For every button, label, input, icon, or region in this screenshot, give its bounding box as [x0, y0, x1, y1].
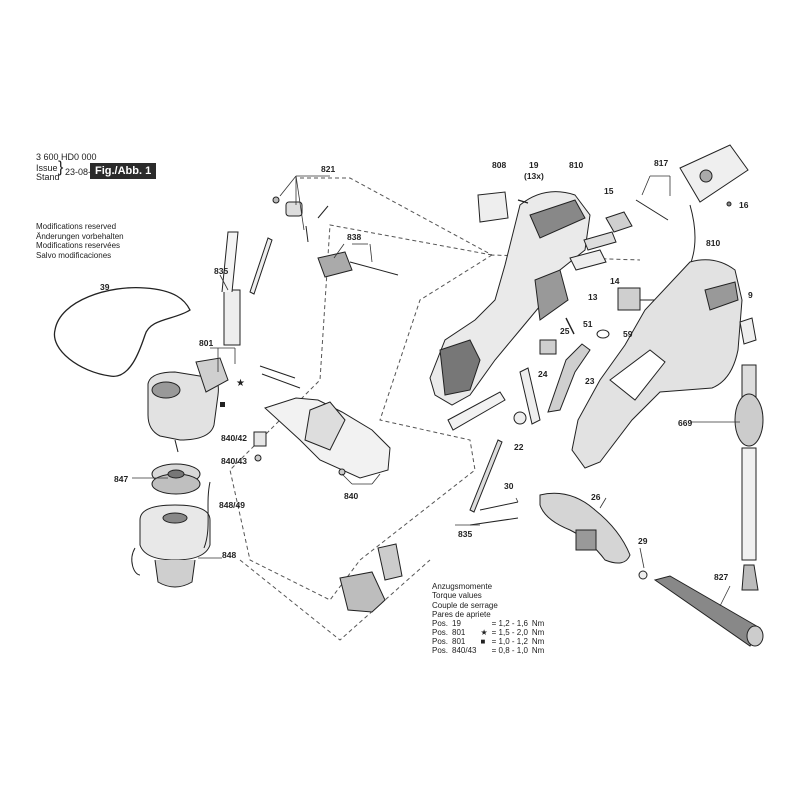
switch-part-13 [583, 231, 617, 251]
handle-grip-827 [653, 575, 764, 647]
label-848: 848 [222, 550, 236, 560]
strap-part-669 [734, 364, 764, 591]
label-810-right: 810 [706, 238, 720, 248]
gear-head [339, 543, 403, 613]
label-847: 847 [114, 474, 128, 484]
screw-part-19 [517, 199, 529, 204]
trimmer-line-loop [53, 286, 191, 377]
label-39: 39 [100, 282, 110, 292]
label-9: 9 [748, 290, 753, 300]
issue-date: 23-08-10 [65, 167, 102, 177]
screw-part-51 [565, 317, 575, 335]
stand-label: Stand [36, 172, 60, 182]
label-848-49: 848/49 [219, 500, 245, 510]
spool-cap-848 [131, 481, 211, 588]
brace: } [58, 159, 64, 176]
clip-part-821 [272, 196, 329, 243]
mod-line-fr: Modifications reservées [36, 241, 121, 250]
label-817: 817 [654, 158, 668, 168]
torque-title-fr: Couple de serrage [432, 600, 498, 610]
washer-part-29 [638, 570, 648, 580]
assembly-outline-lower [239, 559, 431, 641]
torque-table: Pos. 19 = 1,2 - 1,6 Nm Pos. 801 ★ = 1,5 … [432, 619, 548, 655]
label-22: 22 [514, 442, 524, 452]
mod-line-en: Modifications reserved [36, 222, 117, 231]
housing-half-810-left [429, 191, 591, 406]
shaft-tube [447, 391, 519, 526]
torque-row: Pos. 801 ★ = 1,5 - 2,0 Nm [432, 628, 545, 638]
label-51: 51 [583, 319, 593, 329]
doc-number: 3 600 HD0 000 [36, 152, 97, 162]
lever-part-23 [547, 343, 591, 413]
label-19: 19 [529, 160, 539, 170]
label-26: 26 [591, 492, 601, 502]
torque-title-es: Pares de apriete [432, 609, 491, 619]
auxiliary-handle-26 [539, 492, 631, 564]
ring-part-59 [596, 329, 610, 339]
latch-part-24 [519, 367, 541, 425]
label-23: 23 [585, 376, 595, 386]
label-16: 16 [739, 200, 749, 210]
star-marker: ★ [236, 378, 245, 389]
torque-values-block: Anzugsmomente Torque values Couple de se… [432, 582, 548, 655]
torque-title-de: Anzugsmomente [432, 582, 493, 591]
label-821: 821 [321, 164, 335, 174]
label-838: 838 [347, 232, 361, 242]
modifications-notice: Modifications reserved Änderungen vorbeh… [36, 222, 124, 260]
leader-lines [132, 175, 740, 607]
connector-part-13 [617, 287, 641, 311]
torque-row: Pos. 840/43 = 0,8 - 1,0 Nm [432, 646, 545, 656]
figure-label: Fig./Abb. 1 [90, 163, 157, 179]
label-15: 15 [604, 186, 614, 196]
torque-row: Pos. 801 ■ = 1,0 - 1,2 Nm [432, 637, 545, 647]
label-808: 808 [492, 160, 506, 170]
label-810-left: 810 [569, 160, 583, 170]
label-19-count: (13x) [524, 171, 544, 181]
label-part-838 [317, 251, 399, 278]
label-827: 827 [714, 572, 728, 582]
spool-part-847 [151, 463, 201, 495]
pad-part-15 [605, 211, 633, 233]
label-840: 840 [344, 491, 358, 501]
label-801: 801 [199, 338, 213, 348]
label-835-left: 835 [214, 266, 228, 276]
square-marker [220, 402, 225, 407]
tube-part-835-left [221, 231, 241, 346]
label-25: 25 [560, 326, 570, 336]
label-840-43: 840/43 [221, 456, 247, 466]
motor-head-801 [147, 357, 301, 453]
label-29: 29 [638, 536, 648, 546]
torque-title-en: Torque values [432, 591, 482, 601]
rod-part-835-left-thin [249, 237, 273, 295]
housing-half-810-right [571, 259, 743, 469]
label-840-42: 840/42 [221, 433, 247, 443]
label-24: 24 [538, 369, 548, 379]
label-part-9 [739, 317, 757, 345]
label-part-808 [477, 191, 509, 223]
label-59: 59 [623, 329, 633, 339]
clip-part-25 [539, 339, 557, 355]
label-14: 14 [610, 276, 620, 286]
guard-part-840 [253, 397, 391, 479]
label-835-right: 835 [458, 529, 472, 539]
torque-row: Pos. 19 = 1,2 - 1,6 Nm [432, 619, 545, 629]
label-30: 30 [504, 481, 514, 491]
switch-part-14 [569, 249, 607, 271]
mod-line-es: Salvo modificaciones [36, 250, 112, 260]
label-13: 13 [588, 292, 598, 302]
ring-part-22 [513, 411, 527, 425]
mod-line-de: Änderungen vorbehalten [36, 231, 124, 241]
label-669: 669 [678, 418, 692, 428]
issue-label: Issue [36, 163, 58, 173]
